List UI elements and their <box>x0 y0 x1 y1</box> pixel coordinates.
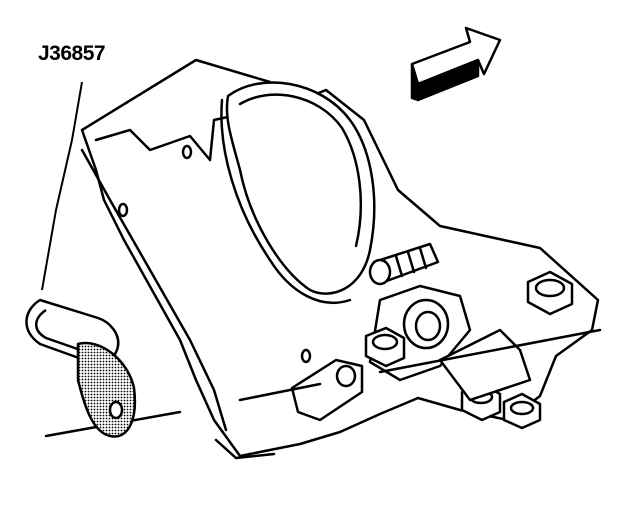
bolt-center <box>364 326 406 368</box>
tool-callout-label: J36857 <box>38 42 106 65</box>
direction-arrow-icon <box>410 26 502 102</box>
hole-lower <box>300 348 312 364</box>
lower-contour <box>214 438 276 460</box>
cover-inner-line <box>238 93 363 248</box>
cover-lip <box>220 98 352 305</box>
hole-left <box>117 202 129 218</box>
tool-j36857 <box>25 81 137 438</box>
cover-housing <box>225 81 376 295</box>
mounting-tab <box>290 358 364 422</box>
hole-upper <box>181 144 193 160</box>
bolt-lower-2 <box>502 392 542 430</box>
tool-leader-line <box>41 81 83 291</box>
plate-edge <box>80 148 228 432</box>
bolt-right-top <box>526 270 574 316</box>
block-step-line <box>94 108 262 162</box>
tool-pad <box>76 341 137 438</box>
